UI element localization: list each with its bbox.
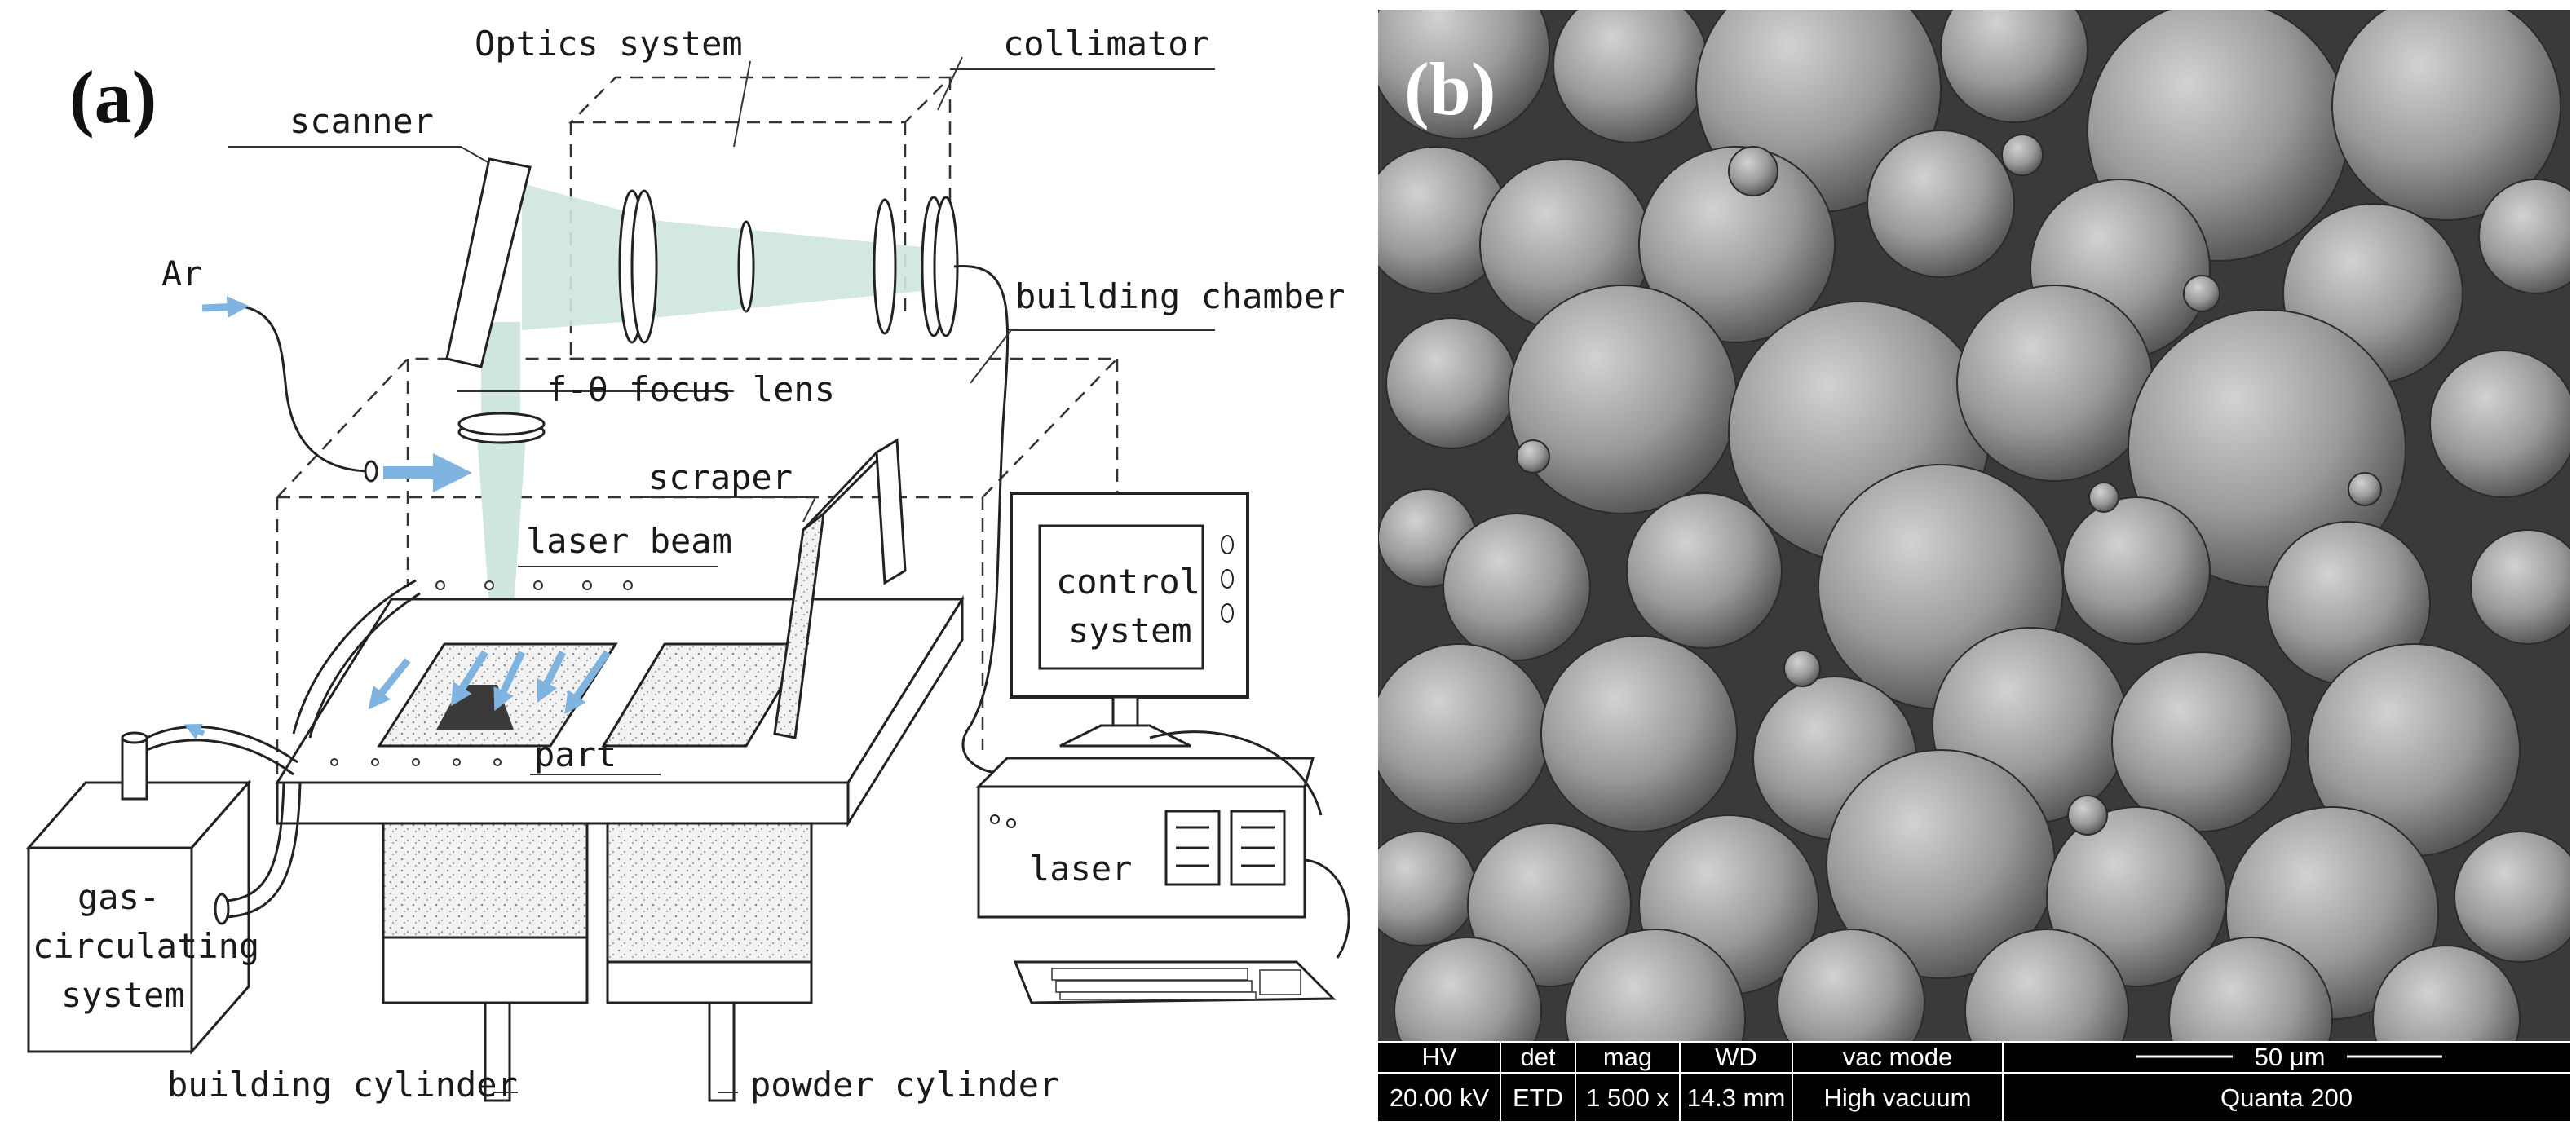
sem-header-hv: HV [1421,1043,1456,1071]
panel-b-sem-image: (b) HV det mag WD vac mode 20.00 kV ETD … [1378,10,2570,1121]
powder-particle [2001,134,2044,176]
powder-particle [1540,635,1738,832]
f-theta-lens [457,412,546,444]
sem-header-det: det [1520,1043,1555,1071]
label-f-theta-lens: f-θ focus lens [546,369,835,409]
powder-particle [1777,929,1925,1041]
fiber-cable [953,264,1028,775]
scale-bar-label: 50 μm [2255,1043,2326,1071]
powder-particle [1378,643,1550,824]
panel-a-letter: (a) [69,55,157,139]
powder-particle [2348,472,2382,506]
label-scanner: scanner [289,101,434,141]
powder-particle [2454,831,2570,963]
gas-circulating-box [25,579,421,1055]
sem-info-bar: HV det mag WD vac mode 20.00 kV ETD 1 50… [1378,1041,2570,1121]
label-laser: laser [1029,849,1132,889]
label-gas-3: system [61,975,185,1015]
label-powder-cylinder: powder cylinder [750,1065,1059,1105]
panel-a-labels: (a) Optics system collimator scanner Ar … [33,24,1345,1105]
powder-particle [1467,823,1632,987]
powder-particle [1394,937,1542,1041]
label-control-2: system [1068,611,1192,651]
powder-particle [1378,10,1550,139]
powder-cylinder [606,822,813,1102]
sem-value-hv: 20.00 kV [1390,1083,1490,1112]
powder-particle [1626,492,1783,649]
powder-particle [2168,937,2333,1041]
powder-particle [2470,529,2570,645]
sem-header-mag: mag [1603,1043,1652,1071]
machine-table [275,580,965,828]
powder-particle [1516,439,1550,474]
label-laser-beam: laser beam [526,521,732,561]
sem-value-wd: 14.3 mm [1687,1083,1786,1112]
powder-particle [1728,146,1778,196]
laser-beam-path [477,183,938,697]
sem-value-mag: 1 500 x [1586,1083,1669,1112]
label-building-chamber: building chamber [1015,276,1345,316]
sem-value-det: ETD [1513,1083,1563,1112]
powder-particle [2088,482,2119,513]
powder-particle [1443,513,1591,661]
powder-particle [2062,496,2211,645]
powder-particle [2478,179,2570,294]
scraper [773,438,907,739]
argon-inlet [201,296,472,492]
build-platform [368,642,618,748]
label-gas-1: gas- [77,877,160,917]
powder-particle [2067,795,2108,836]
powder-particle [2046,806,2227,987]
powder-particle [1385,317,1518,449]
label-ar: Ar [161,254,203,293]
powder-particle [2128,309,2406,588]
label-building-cylinder: building cylinder [167,1065,518,1105]
powder-particle [1378,831,1477,946]
powder-particle [2111,651,2292,832]
powder-particle [2331,10,2561,221]
powder-particle [1940,10,2088,123]
sem-header-vac: vac mode [1843,1043,1952,1071]
powder-particle [2372,945,2521,1041]
powder-particle [1964,929,2129,1041]
scanner-mirror [445,157,532,368]
powder-particle [1867,130,2015,278]
label-collimator: collimator [1003,24,1209,64]
sem-instrument: Quanta 200 [2220,1083,2353,1112]
label-optics-system: Optics system [475,24,743,64]
powder-particle [1956,285,2154,482]
building-cylinder [382,822,589,1102]
label-scraper: scraper [648,457,793,497]
powder-particle [1565,929,1746,1041]
panel-a-diagram: (a) Optics system collimator scanner Ar … [25,24,1350,1105]
powder-particles [1378,10,2570,1041]
label-gas-2: circulating [33,926,259,966]
sem-header-wd: WD [1715,1043,1757,1071]
label-part: part [534,735,616,774]
label-leaders [228,56,1215,1093]
panel-b-letter: (b) [1404,47,1496,130]
label-control-1: control [1056,562,1200,602]
powder-particle [1783,650,1821,687]
optics-lenses [618,189,959,344]
powder-particle [1553,10,1709,143]
powder-particle [2429,350,2570,498]
powder-particle [1508,285,1738,514]
control-computer [975,492,1350,1004]
powder-particle [1638,146,1836,343]
sem-value-vac: High vacuum [1824,1083,1972,1112]
powder-particle [2183,275,2220,312]
